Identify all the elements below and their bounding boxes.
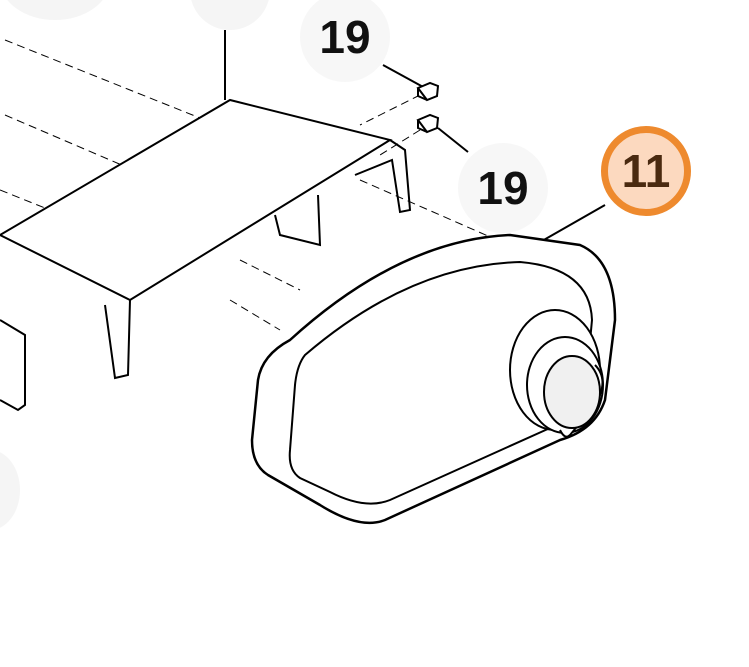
leader-line	[437, 127, 469, 153]
callout-11-highlighted[interactable]: 11	[601, 126, 691, 216]
leader-line	[382, 64, 426, 89]
callout-19-lower[interactable]: 19	[458, 143, 548, 233]
partial-callout-bg	[0, 450, 20, 530]
leader-line	[534, 204, 606, 246]
callout-19-top[interactable]: 19	[300, 0, 390, 82]
